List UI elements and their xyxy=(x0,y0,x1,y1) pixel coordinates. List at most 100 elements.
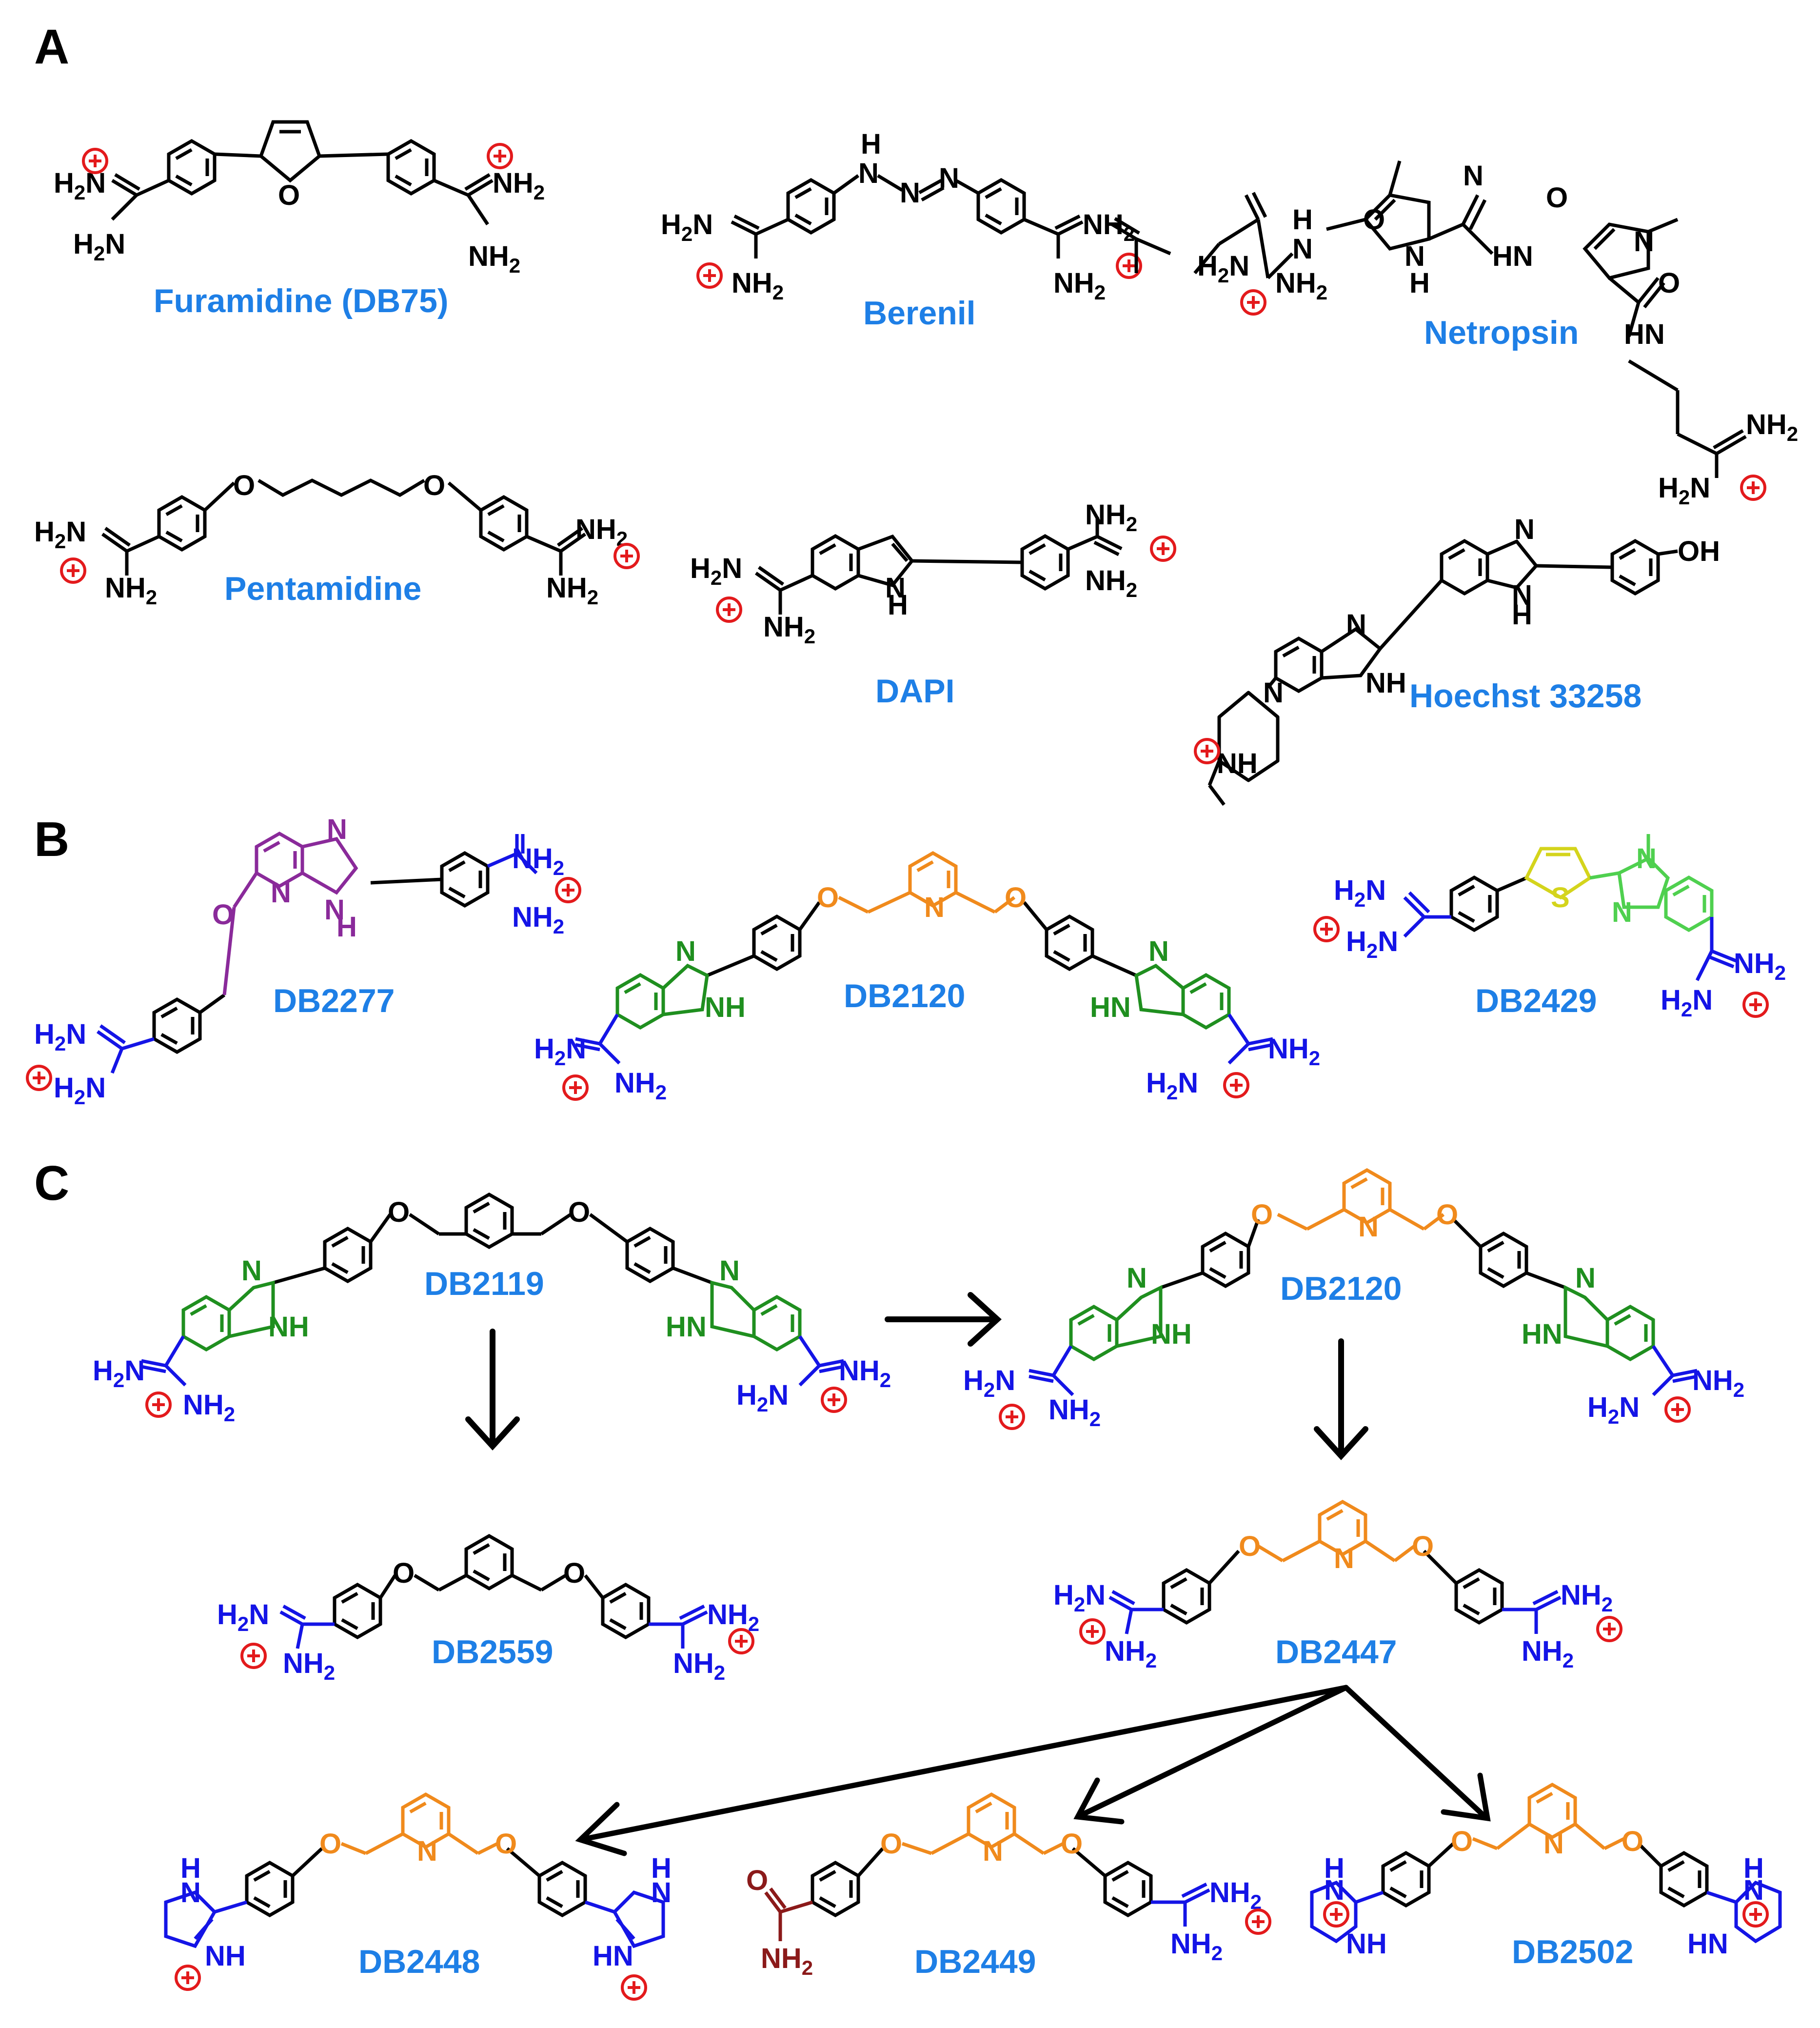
panel-label-a: A xyxy=(34,20,69,74)
atom-label: N xyxy=(1334,1543,1354,1574)
compound-label-hoechst: Hoechst 33258 xyxy=(1409,677,1642,715)
compound-label-db2120-c: DB2120 xyxy=(1280,1270,1402,1307)
positive-charge-icon xyxy=(1242,291,1265,314)
atom-label: H2N xyxy=(93,1355,145,1392)
atom-label: O xyxy=(746,1865,768,1896)
atom-label: N xyxy=(983,1835,1003,1867)
atom-label: N xyxy=(1324,1874,1345,1906)
atom-label: H2N xyxy=(1346,926,1398,962)
compound-label-pentamidine: Pentamidine xyxy=(224,570,421,607)
compound-label-db2447: DB2447 xyxy=(1275,1633,1397,1670)
atom-label: O xyxy=(278,179,300,211)
atom-label: NH2 xyxy=(1085,499,1137,536)
compound-label-dapi: DAPI xyxy=(875,673,954,710)
atom-label: N xyxy=(1148,935,1169,967)
atom-label: NH2 xyxy=(575,514,628,550)
atom-label: N xyxy=(858,158,879,189)
molecule-db2119: O O N NH N HN H2N NH2 NH2 H2N DB2119 xyxy=(93,1192,891,1426)
panel-label-c: C xyxy=(34,1156,69,1211)
molecule-db2559: O O H2N NH2 NH2 NH2 DB2559 xyxy=(217,1533,759,1684)
compound-label-berenil: Berenil xyxy=(863,295,976,332)
atom-label: NH2 xyxy=(763,611,815,648)
atom-label: O xyxy=(1239,1531,1261,1562)
molecule-db2277: O N N N H NH2 NH2 H2N H2N DB2277 xyxy=(27,814,580,1109)
atom-label: NH xyxy=(705,992,746,1023)
atom-label: H2N xyxy=(34,516,86,553)
atom-label: O xyxy=(568,1196,590,1228)
compound-label-db2448: DB2448 xyxy=(358,1943,480,1980)
molecule-berenil: H N N N H2N NH2 NH2 NH2 Berenil xyxy=(661,128,1141,332)
atom-label: HN xyxy=(1090,992,1131,1023)
molecule-db2120-b: O N O N NH N HN H2N NH2 NH2 H2N DB2120 xyxy=(534,851,1320,1104)
atom-label: N xyxy=(675,935,696,967)
atom-label: H xyxy=(1292,204,1313,236)
positive-charge-icon xyxy=(1741,476,1765,499)
atom-label: H xyxy=(336,911,357,943)
molecule-db2429: S N N H2N H2N NH2 H2N DB2429 xyxy=(1315,834,1786,1021)
positive-charge-icon xyxy=(698,264,721,287)
atom-label: H2N xyxy=(34,1018,86,1055)
compound-label-db2502: DB2502 xyxy=(1512,1933,1634,1970)
arrow-db2120-to-db2447 xyxy=(1314,1338,1368,1460)
atom-label: NH2 xyxy=(732,267,784,304)
atom-label: O xyxy=(393,1557,415,1589)
compound-label-netropsin: Netropsin xyxy=(1424,314,1579,351)
atom-label: O xyxy=(233,470,255,501)
atom-label: N xyxy=(1743,1874,1764,1906)
positive-charge-icon xyxy=(176,1966,199,1989)
atom-label: O xyxy=(1005,882,1027,914)
compound-label-db2559: DB2559 xyxy=(432,1633,554,1670)
atom-label: NH2 xyxy=(1053,267,1106,304)
atom-label: HN xyxy=(1492,240,1533,272)
positive-charge-icon xyxy=(1151,537,1175,560)
positive-charge-icon xyxy=(488,144,512,168)
positive-charge-icon xyxy=(1225,1074,1248,1097)
atom-label: H2N xyxy=(661,209,713,245)
atom-label: O xyxy=(1546,182,1568,214)
atom-label: H2N xyxy=(1587,1392,1640,1428)
atom-label: H2N xyxy=(1146,1067,1198,1104)
atom-label: N xyxy=(719,1255,740,1287)
atom-label: NH xyxy=(1365,667,1406,699)
atom-label: NH2 xyxy=(1209,1877,1262,1913)
atom-label: N xyxy=(324,894,345,926)
atom-label: HN xyxy=(593,1940,633,1972)
atom-label: H2N xyxy=(1053,1579,1106,1616)
positive-charge-icon xyxy=(564,1076,587,1099)
atom-label: H2N xyxy=(73,228,125,265)
molecule-netropsin: H2N NH2 N H O N H N O HN N O HN NH2 H2N … xyxy=(1111,160,1798,509)
atom-label: N xyxy=(924,892,945,923)
atom-label: O xyxy=(319,1828,341,1860)
positive-charge-icon xyxy=(730,1630,753,1653)
atom-label: NH2 xyxy=(1170,1928,1223,1965)
atom-label: H xyxy=(651,1852,672,1884)
atom-label: N xyxy=(1575,1262,1596,1294)
atom-label: H xyxy=(888,589,908,621)
atom-label: H2N xyxy=(217,1599,269,1635)
panel-label-b: B xyxy=(34,812,69,867)
atom-label: N xyxy=(1346,609,1366,640)
arrows-db2447-derivatives xyxy=(575,1685,1491,1856)
atom-label: H2N xyxy=(54,1072,106,1109)
atom-label: N xyxy=(900,177,920,209)
atom-label: NH2 xyxy=(493,167,545,204)
atom-label: NH2 xyxy=(468,240,520,277)
atom-label: N xyxy=(1358,1211,1379,1243)
atom-label: NH2 xyxy=(512,843,564,879)
atom-label: H xyxy=(1512,599,1532,631)
atom-label: NH2 xyxy=(1522,1635,1574,1672)
atom-label: NH xyxy=(205,1940,246,1972)
atom-label: NH2 xyxy=(1734,948,1786,984)
atom-label: O xyxy=(1251,1199,1273,1231)
atom-label: O xyxy=(495,1828,517,1860)
atom-label: O xyxy=(1622,1826,1643,1857)
positive-charge-icon xyxy=(1598,1617,1621,1641)
atom-label: O xyxy=(1451,1826,1473,1857)
atom-label: O xyxy=(388,1196,410,1228)
positive-charge-icon xyxy=(147,1393,170,1416)
atom-label: NH xyxy=(268,1311,309,1343)
atom-label: NH2 xyxy=(1085,565,1137,601)
atom-label: NH2 xyxy=(839,1355,891,1392)
atom-label: H2N xyxy=(736,1379,789,1416)
atom-label: N xyxy=(417,1835,437,1867)
